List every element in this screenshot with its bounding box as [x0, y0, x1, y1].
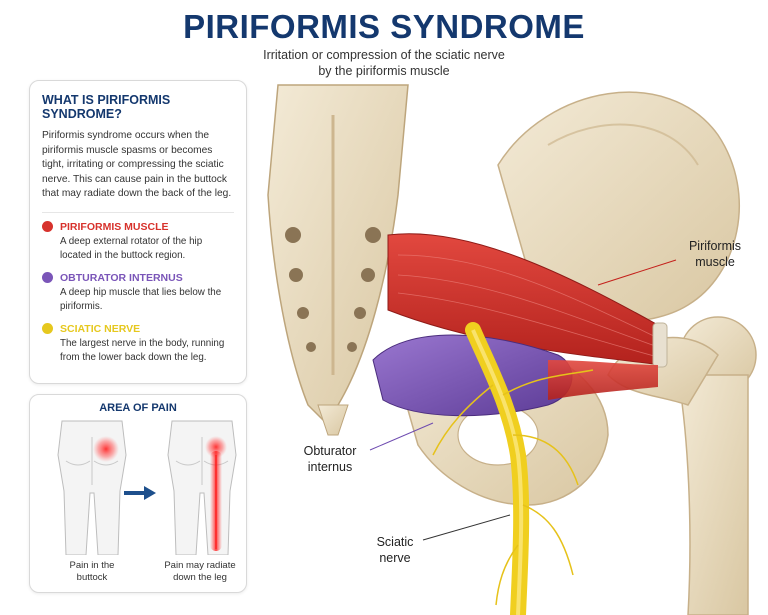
pain-caption-left: Pain in the buttock — [52, 560, 132, 584]
page-title: PIRIFORMIS SYNDROME — [183, 8, 585, 45]
legend-item-piriformis: PIRIFORMIS MUSCLE A deep external rotato… — [42, 221, 234, 263]
sacrum-bone — [267, 84, 409, 436]
pain-panel: AREA OF PAIN — [29, 394, 247, 593]
sciatic-nerve — [432, 322, 594, 615]
piriformis-leader-line — [597, 259, 677, 286]
info-body: Piriformis syndrome occurs when the piri… — [42, 130, 232, 200]
obturator-leader-line — [369, 422, 434, 451]
legend-item-sciatic: SCIATIC NERVE The largest nerve in the b… — [42, 323, 234, 365]
arrow-right-icon — [124, 486, 156, 500]
info-heading: WHAT IS PIRIFORMIS SYNDROME? — [42, 93, 171, 121]
legend-desc-obturator: A deep hip muscle that lies below the pi… — [60, 286, 222, 312]
buttock-pain-spot — [93, 436, 119, 462]
legend-desc-piriformis: A deep external rotator of the hip locat… — [60, 235, 203, 261]
pain-caption-right: Pain may radiate down the leg — [152, 560, 248, 584]
legend-title-obturator: OBTURATOR INTERNUS — [60, 271, 183, 284]
pain-caption-right-line-2: down the leg — [173, 572, 227, 583]
anatomy-illustration — [267, 84, 757, 615]
page-subtitle: Irritation or compression of the sciatic… — [0, 47, 768, 79]
label-piriformis: Piriformis muscle — [675, 238, 755, 270]
legend-title-piriformis: PIRIFORMIS MUSCLE — [60, 220, 169, 233]
yellow-dot-icon — [42, 323, 53, 335]
body-back-right — [167, 420, 237, 555]
buttock-pain-spot-right — [205, 436, 227, 458]
label-sciatic: Sciatic nerve — [360, 534, 430, 566]
label-piriformis-line-1: Piriformis — [688, 239, 742, 253]
pain-caption-left-line-1: Pain in the — [69, 560, 115, 571]
label-sciatic-line-2: nerve — [379, 551, 411, 565]
subtitle-line-1: Irritation or compression of the sciatic… — [263, 48, 505, 62]
label-piriformis-line-2: muscle — [695, 255, 735, 269]
red-dot-icon — [42, 221, 53, 233]
info-divider — [42, 211, 234, 213]
label-obturator: Obturator internus — [290, 443, 370, 475]
legend-title-sciatic: SCIATIC NERVE — [60, 322, 141, 335]
label-sciatic-line-1: Sciatic — [376, 535, 414, 549]
pain-figures — [57, 420, 237, 555]
purple-dot-icon — [42, 272, 53, 284]
label-obturator-line-2: internus — [307, 460, 353, 474]
femur-bone — [607, 316, 757, 615]
pain-heading: AREA OF PAIN — [99, 402, 177, 414]
legend-item-obturator: OBTURATOR INTERNUS A deep hip muscle tha… — [42, 272, 234, 314]
legend-desc-sciatic: The largest nerve in the body, running f… — [60, 337, 225, 363]
pain-caption-left-line-2: buttock — [76, 572, 108, 583]
info-panel: WHAT IS PIRIFORMIS SYNDROME? Piriformis … — [29, 80, 247, 384]
sciatic-leader-line — [422, 514, 511, 541]
pain-caption-right-line-1: Pain may radiate — [164, 560, 236, 571]
label-obturator-line-1: Obturator — [303, 444, 357, 458]
subtitle-line-2: by the piriformis muscle — [318, 64, 450, 78]
